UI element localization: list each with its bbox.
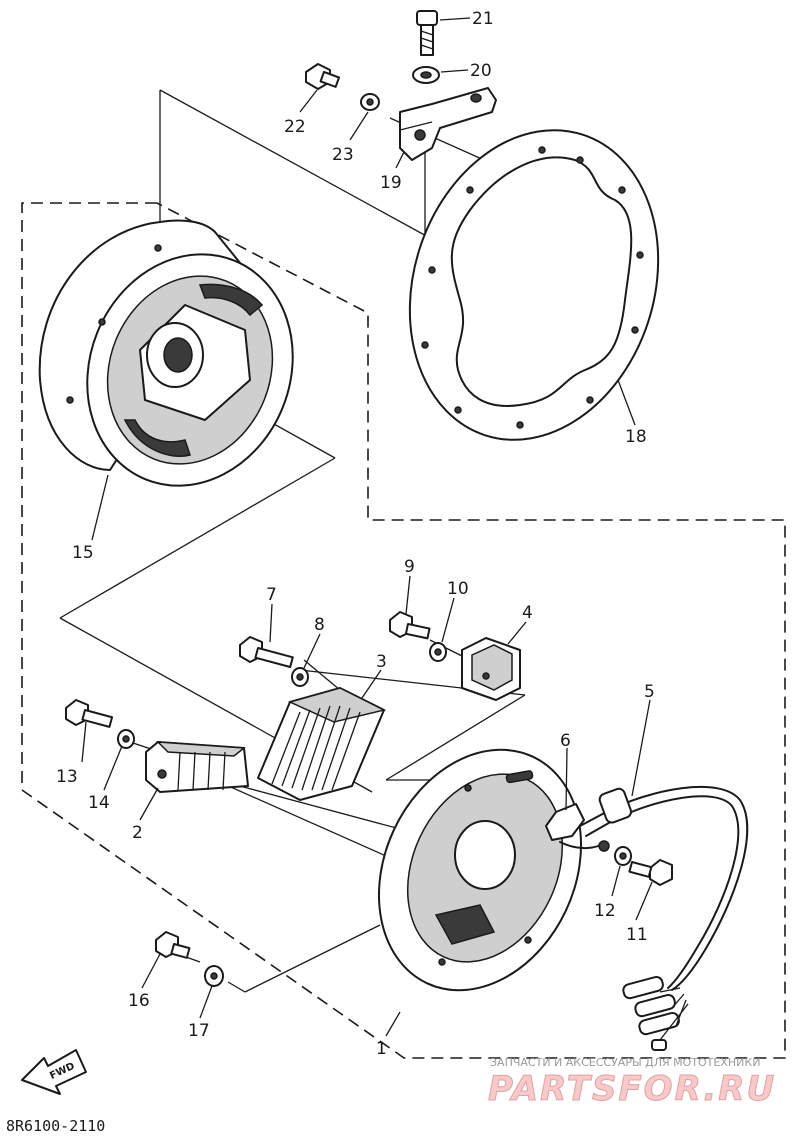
- callout-19: 19: [380, 173, 402, 193]
- part-3-coil: [257, 687, 387, 801]
- callout-9: 9: [404, 557, 415, 577]
- part-19-bracket: [399, 87, 497, 161]
- connector-plugs: [622, 975, 689, 1051]
- callout-leaders: [81, 17, 653, 1037]
- part-21-bolt: [416, 10, 438, 56]
- diagram-code: 8R6100-2110: [6, 1117, 105, 1135]
- part-16-bolt: [155, 931, 191, 959]
- callout-11: 11: [626, 925, 648, 945]
- callout-23: 23: [332, 145, 354, 165]
- part-4-pickup-coil: [461, 637, 521, 701]
- callout-12: 12: [594, 901, 616, 921]
- part-23-nut: [360, 93, 380, 111]
- part-11-screw: [628, 859, 673, 886]
- callout-8: 8: [314, 615, 325, 635]
- callout-1: 1: [376, 1039, 387, 1059]
- watermark-subtitle: ЗАПЧАСТИ И АКСЕССУАРЫ ДЛЯ МОТОТЕХНИКИ: [490, 1056, 760, 1069]
- callout-16: 16: [128, 991, 150, 1011]
- callout-20: 20: [470, 61, 492, 81]
- callout-7: 7: [266, 585, 277, 605]
- callout-18: 18: [625, 427, 647, 447]
- part-15-rotor: [38, 219, 294, 487]
- part-2-coil: [145, 741, 249, 793]
- callout-4: 4: [522, 603, 533, 623]
- part-13-bolt: [65, 699, 114, 728]
- part-12-washer: [614, 846, 632, 866]
- part-20-washer: [412, 66, 440, 84]
- part-5-wire-harness: [559, 785, 749, 1051]
- forward-arrow: FWD: [21, 1049, 87, 1095]
- part-14-washer: [117, 729, 135, 749]
- part-18-gasket: [408, 129, 660, 441]
- callout-2: 2: [132, 823, 143, 843]
- callout-10: 10: [447, 579, 469, 599]
- part-9-bolt: [389, 611, 431, 640]
- part-8-washer: [291, 667, 309, 687]
- part-6-wire-clamp: [545, 803, 585, 841]
- callout-5: 5: [644, 682, 655, 702]
- callout-15: 15: [72, 543, 94, 563]
- callout-21: 21: [472, 9, 494, 29]
- callout-17: 17: [188, 1021, 210, 1041]
- callout-numbers: 21 20 22 23 19 18 15 7 8 9 10 4 3 5 6 12…: [56, 9, 655, 1059]
- part-7-bolt: [239, 636, 294, 668]
- gasket-holes: [421, 146, 644, 429]
- callout-3: 3: [376, 652, 387, 672]
- callout-13: 13: [56, 767, 78, 787]
- assembly-boundary: [21, 202, 786, 1059]
- callout-22: 22: [284, 117, 306, 137]
- watermark: ЗАПЧАСТИ И АКСЕССУАРЫ ДЛЯ МОТОТЕХНИКИ PA…: [488, 1056, 776, 1110]
- part-1-stator-plate: [377, 748, 583, 992]
- part-10-washer: [429, 642, 447, 662]
- part-22-bolt: [305, 63, 341, 90]
- callout-14: 14: [88, 793, 110, 813]
- callout-6: 6: [560, 731, 571, 751]
- watermark-brand: PARTSFOR.RU: [488, 1069, 776, 1109]
- part-17-washer: [204, 965, 224, 987]
